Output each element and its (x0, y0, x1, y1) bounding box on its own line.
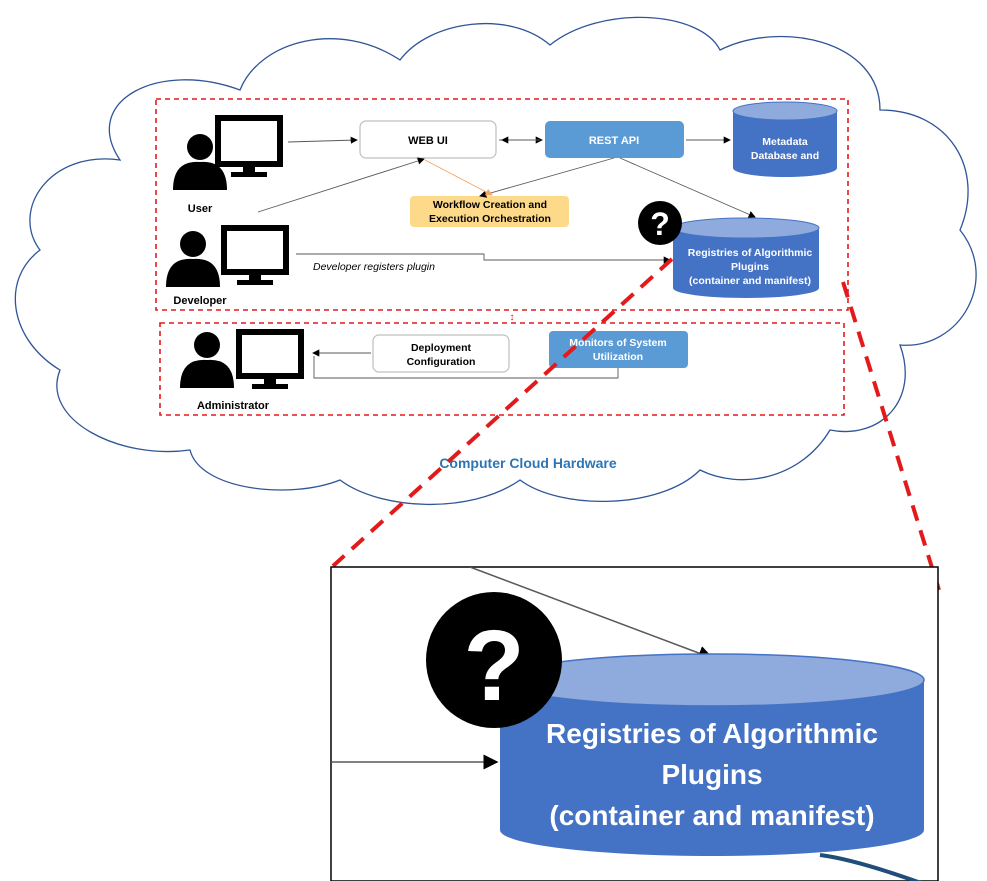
monitors-label-1: Monitors of System (569, 337, 666, 349)
developer-registers-label: Developer registers plugin (313, 261, 435, 273)
top-dashed-region (155, 98, 849, 311)
cloud-shape (14, 16, 977, 506)
region-connector-mark: ↕ (510, 312, 515, 323)
deployment-label-1: Deployment (411, 342, 472, 354)
connector-arrows (257, 136, 756, 379)
developer-icon (166, 225, 289, 287)
administrator-icon (180, 329, 304, 389)
rest-api-box (545, 121, 684, 158)
user-icon (173, 115, 283, 190)
workflow-box (410, 196, 569, 227)
question-badge-mark: ? (650, 206, 670, 242)
deployment-label-2: Configuration (407, 356, 476, 368)
web-ui-label: WEB UI (408, 135, 448, 147)
metadata-database-cylinder (732, 101, 838, 177)
user-label: User (188, 203, 213, 215)
rest-api-label: REST API (589, 135, 639, 147)
workflow-label-1: Workflow Creation and (433, 199, 547, 211)
zoom-registry-label-2: Plugins (661, 759, 762, 790)
workflow-label-2: Execution Orchestration (429, 213, 551, 225)
monitors-label-2: Utilization (593, 351, 643, 363)
developer-label: Developer (173, 295, 227, 307)
zoom-question-mark: ? (463, 610, 524, 722)
zoom-registry-label-1: Registries of Algorithmic (546, 718, 878, 749)
deployment-box (372, 334, 510, 373)
registry-cylinder (672, 217, 820, 298)
registry-label-2: Plugins (731, 261, 769, 273)
registry-label-3: (container and manifest) (689, 275, 811, 287)
zoom-registry-label-3: (container and manifest) (549, 800, 874, 831)
question-badge-icon (638, 201, 682, 245)
web-ui-box (359, 120, 497, 159)
bottom-dashed-region (159, 322, 845, 416)
cloud-label: Computer Cloud Hardware (439, 455, 617, 471)
registry-label-1: Registries of Algorithmic (688, 247, 813, 259)
metadata-label-2: Database and (751, 150, 819, 162)
zoom-panel (330, 566, 939, 881)
zoom-connector-right (841, 281, 941, 591)
administrator-label: Administrator (197, 400, 270, 412)
metadata-label-1: Metadata (762, 136, 808, 148)
